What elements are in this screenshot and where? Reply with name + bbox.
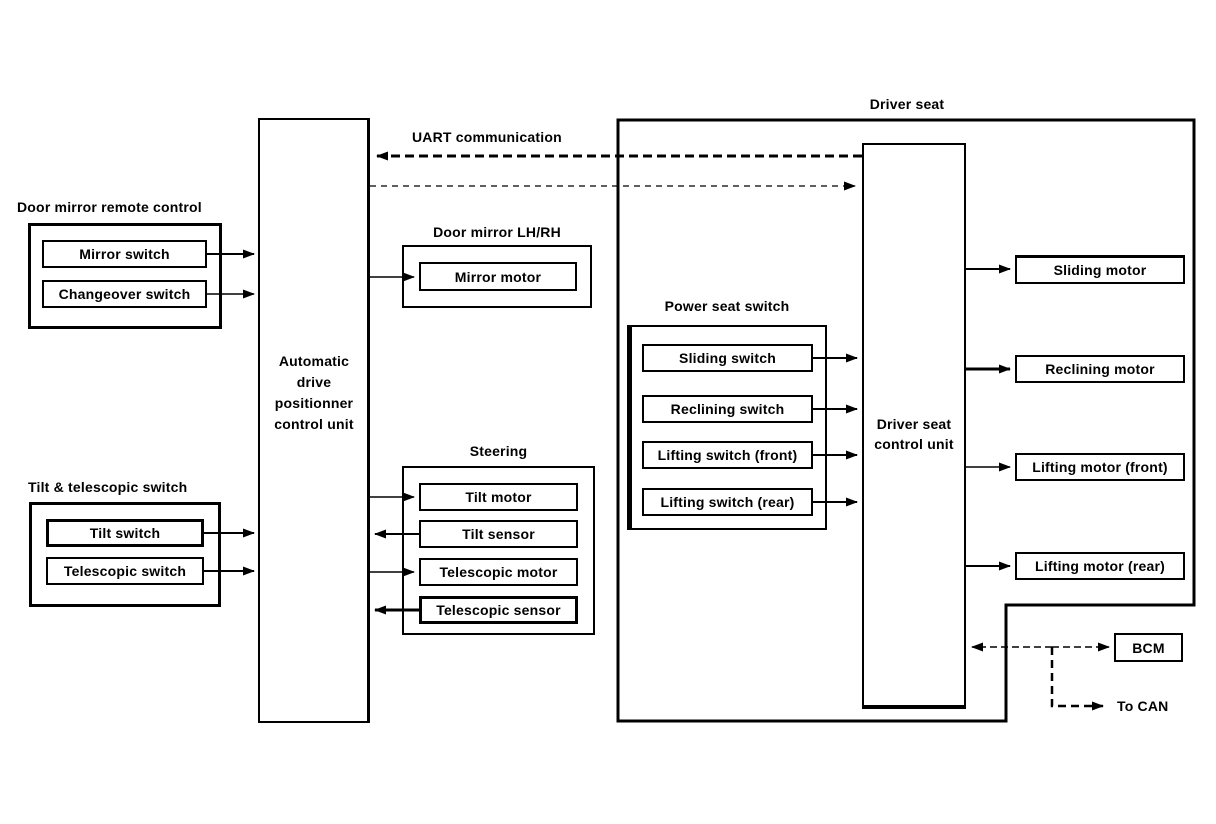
driver-seat-label: Driver seat bbox=[869, 96, 945, 112]
uart-communication-label: UART communication bbox=[412, 129, 562, 145]
door-mirror-lhrh-label: Door mirror LH/RH bbox=[433, 224, 561, 240]
driver-seat-control-unit-box bbox=[862, 143, 966, 709]
sliding-switch-box: Sliding switch bbox=[642, 344, 813, 372]
to-can-label: To CAN bbox=[1117, 698, 1169, 714]
steering-label: Steering bbox=[469, 443, 528, 459]
door-mirror-remote-control-label: Door mirror remote control bbox=[17, 199, 202, 215]
telescopic-sensor-box: Telescopic sensor bbox=[419, 596, 578, 624]
power-seat-switch-label: Power seat switch bbox=[664, 298, 790, 314]
telescopic-motor-box: Telescopic motor bbox=[419, 558, 578, 586]
bcm-box: BCM bbox=[1114, 633, 1183, 662]
mirror-switch-box: Mirror switch bbox=[42, 240, 207, 268]
dashed-branch-to-can bbox=[1050, 647, 1104, 711]
driver-seat-control-unit-text: Driver seat control unit bbox=[874, 416, 954, 452]
tilt-telescopic-switch-group bbox=[29, 502, 221, 607]
tilt-motor-box: Tilt motor bbox=[419, 483, 578, 511]
lifting-switch-front-box: Lifting switch (front) bbox=[642, 441, 813, 469]
mirror-motor-box: Mirror motor bbox=[419, 262, 577, 291]
tilt-switch-box: Tilt switch bbox=[46, 519, 204, 547]
reclining-switch-box: Reclining switch bbox=[642, 395, 813, 423]
driver-seat-boundary bbox=[616, 118, 1196, 723]
lifting-motor-rear-box: Lifting motor (rear) bbox=[1015, 552, 1185, 580]
sliding-motor-box: Sliding motor bbox=[1015, 255, 1185, 284]
adp-control-unit-box bbox=[258, 118, 370, 723]
reclining-motor-box: Reclining motor bbox=[1015, 355, 1185, 383]
tilt-sensor-box: Tilt sensor bbox=[419, 520, 578, 548]
adp-control-unit-text: Automatic drive positionner control unit bbox=[274, 353, 354, 432]
steering-group bbox=[402, 466, 595, 635]
power-seat-switch-group bbox=[627, 325, 827, 530]
lifting-motor-front-box: Lifting motor (front) bbox=[1015, 453, 1185, 481]
telescopic-switch-box: Telescopic switch bbox=[46, 557, 204, 585]
changeover-switch-box: Changeover switch bbox=[42, 280, 207, 308]
tilt-telescopic-switch-label: Tilt & telescopic switch bbox=[28, 479, 188, 495]
door-mirror-remote-control-group bbox=[28, 223, 222, 329]
lifting-switch-rear-box: Lifting switch (rear) bbox=[642, 488, 813, 516]
